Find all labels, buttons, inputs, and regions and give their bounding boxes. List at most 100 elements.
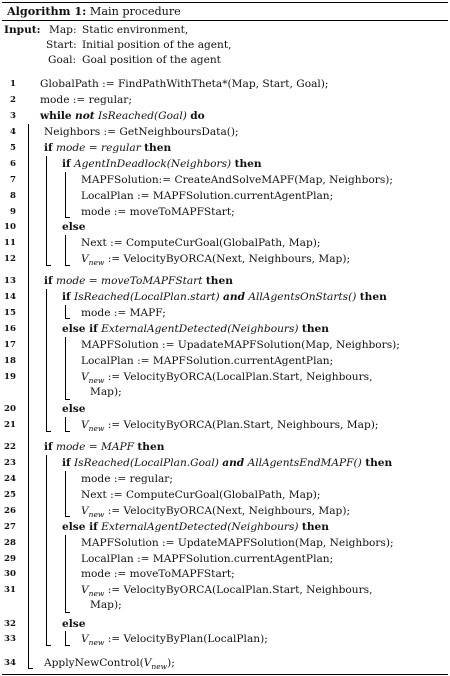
line-code: MAPFSolution := UpadateMAPFSolution(Map,…: [81, 337, 400, 353]
line-number: 10: [4, 222, 16, 232]
algorithm-line: Map);: [2, 597, 448, 613]
algorithm-line: 23 if IsReached(LocalPlan.Goal) and AllAg…: [2, 455, 448, 471]
line-number: 16: [4, 324, 16, 334]
line-code: Vnew := VelocityByORCA(Plan.Start, Neigh…: [81, 417, 378, 437]
line-code: if IsReached(LocalPlan.Goal) and AllAgen…: [62, 455, 392, 471]
line-code: if mode = regular then: [44, 140, 171, 156]
line-number: 30: [4, 569, 16, 579]
line-code: else if ExternalAgentDetected(Neighbours…: [62, 519, 329, 535]
keyword: else if: [62, 521, 98, 533]
code-fragment: mode := MAPF;: [81, 307, 166, 319]
line-number: 23: [4, 458, 16, 468]
code-fragment: new: [88, 424, 105, 434]
line-code: GlobalPath := FindPathWithTheta*(Map, St…: [40, 76, 328, 92]
code-fragment: GlobalPath := FindPathWithTheta*(Map, St…: [40, 78, 329, 90]
code-fragment: IsReached(Goal): [98, 110, 187, 122]
line-number: 29: [4, 554, 16, 564]
line-number: 17: [4, 340, 16, 350]
keyword: if: [62, 158, 71, 170]
line-code: LocalPlan := MAPFSolution.currentAgentPl…: [81, 188, 333, 204]
line-number: 19: [4, 372, 16, 382]
keyword: else if: [62, 323, 98, 335]
input-goal-label: Goal:: [48, 54, 77, 66]
input-label: Input:: [4, 24, 41, 36]
if-reached-goal-block-rule: [65, 471, 71, 517]
if-deadlock-block-rule: [65, 172, 71, 218]
line-code: Vnew := VelocityByORCA(LocalPlan.Start, …: [81, 582, 372, 602]
line-code: while not IsReached(Goal) do: [40, 108, 205, 124]
keyword: then: [205, 275, 233, 287]
line-number: 33: [4, 634, 16, 644]
line-code: Vnew := VelocityByORCA(Next, Neighbours,…: [81, 503, 350, 523]
line-code: ApplyNewControl(Vnew);: [44, 655, 175, 675]
line-code: if IsReached(LocalPlan.start) and AllAge…: [62, 289, 387, 305]
title-rule: [2, 20, 448, 21]
else-mapf-block-rule: [65, 631, 71, 646]
code-fragment: ExternalAgentDetected(Neighbours): [101, 323, 299, 335]
code-fragment: V: [81, 505, 89, 517]
line-number: 24: [4, 474, 16, 484]
keyword: if: [62, 291, 71, 303]
code-fragment: AllAgentsOnStarts(): [248, 291, 357, 303]
line-code: Next := ComputeCurGoal(GlobalPath, Map);: [81, 235, 320, 251]
line-code: if mode = moveToMAPFStart then: [44, 273, 233, 289]
code-fragment: mode := regular;: [40, 94, 132, 106]
line-number: 31: [4, 585, 16, 595]
line-code: MAPFSolution:= CreateAndSolveMAPF(Map, N…: [81, 172, 393, 188]
while-block-rule: [28, 124, 34, 669]
code-fragment: Next := ComputeCurGoal(GlobalPath, Map);: [81, 237, 321, 249]
keyword: and: [223, 291, 245, 303]
code-fragment: mode = MAPF: [55, 441, 135, 453]
keyword: if: [44, 275, 53, 287]
line-code: Vnew := VelocityByORCA(Next, Neighbours,…: [81, 251, 350, 271]
code-fragment: IsReached(LocalPlan.start): [73, 291, 220, 303]
line-code: mode := regular;: [81, 471, 173, 487]
line-code: else if ExternalAgentDetected(Neighbours…: [62, 321, 329, 337]
line-code: mode := MAPF;: [81, 305, 166, 321]
code-fragment: Map);: [90, 386, 122, 398]
code-fragment: mode = regular: [55, 142, 141, 154]
code-fragment: new: [88, 589, 105, 599]
line-number: 4: [10, 127, 16, 137]
line-code: if mode = MAPF then: [44, 439, 164, 455]
line-number: 34: [4, 658, 16, 668]
code-fragment: Map);: [90, 599, 122, 611]
code-fragment: AgentInDeadlock(Neighbors): [73, 158, 232, 170]
code-fragment: LocalPlan := MAPFSolution.currentAgentPl…: [81, 190, 334, 202]
code-fragment: := VelocityByORCA(LocalPlan.Start, Neigh…: [104, 371, 373, 383]
algorithm-title: Algorithm 1: Main procedure: [7, 4, 181, 19]
code-fragment: MAPFSolution := UpadateMAPFSolution(Map,…: [81, 339, 400, 351]
line-code: Neighbors := GetNeighboursData();: [44, 124, 239, 140]
code-fragment: new: [88, 510, 105, 520]
line-number: 5: [10, 143, 16, 153]
code-fragment: LocalPlan := MAPFSolution.currentAgentPl…: [81, 553, 334, 565]
keyword: then: [301, 323, 329, 335]
code-fragment: V: [81, 633, 89, 645]
line-number: 9: [10, 207, 16, 217]
line-number: 6: [10, 159, 16, 169]
line-number: 26: [4, 506, 16, 516]
algorithm-line: Map);: [2, 384, 448, 400]
line-code: LocalPlan := MAPFSolution.currentAgentPl…: [81, 551, 333, 567]
input-start-label: Start:: [46, 39, 77, 51]
input-map-desc: Static environment,: [82, 24, 189, 36]
algorithm-line: 17 MAPFSolution := UpadateMAPFSolution(Ma…: [2, 337, 448, 353]
line-number: 22: [4, 442, 16, 452]
algorithm-label: Algorithm 1:: [7, 4, 87, 18]
keyword: then: [365, 457, 393, 469]
algorithm-line: 22 if mode = MAPF then: [2, 439, 448, 455]
code-fragment: V: [81, 584, 89, 596]
